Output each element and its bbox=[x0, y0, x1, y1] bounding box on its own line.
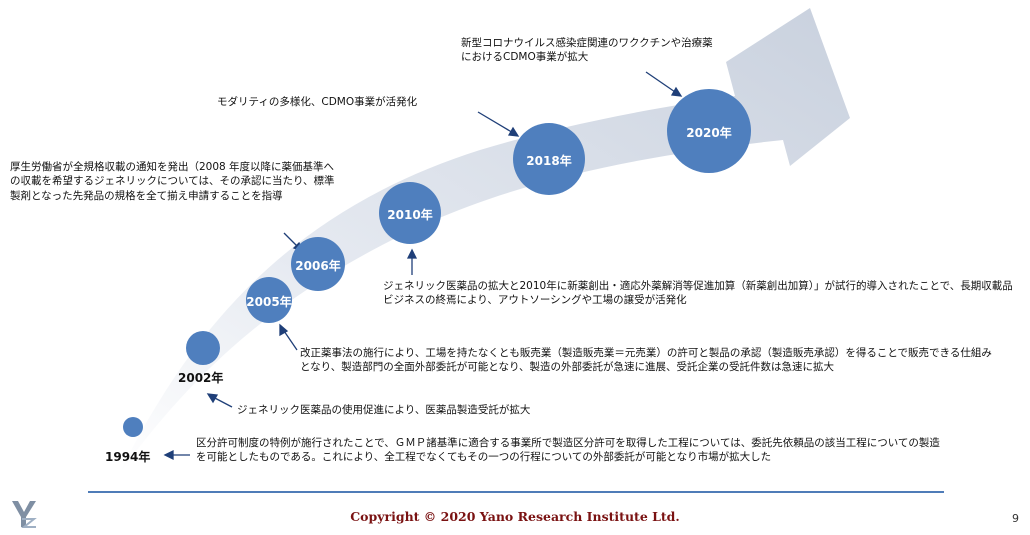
pointer-arrow-2005 bbox=[279, 323, 298, 351]
milestone-dot-2020 bbox=[667, 89, 751, 173]
year-label-2018: 2018年 bbox=[526, 154, 572, 168]
milestone-dot-2005 bbox=[246, 277, 292, 323]
copyright-text: Copyright © 2020 Yano Research Institute… bbox=[350, 509, 680, 524]
note-2006: 厚生労働省が全規格収載の通知を発出（2008 年度以降に薬価基準への収載を希望す… bbox=[10, 161, 335, 202]
pointer-arrow-2018 bbox=[477, 111, 520, 137]
year-label-2006: 2006年 bbox=[295, 259, 341, 273]
pointer-arrow-2002 bbox=[206, 393, 233, 408]
note-2018: モダリティの多様化、CDMO事業が活発化 bbox=[217, 96, 418, 108]
pointer-arrow-2010 bbox=[406, 248, 418, 275]
milestone-dot-1994 bbox=[123, 417, 143, 437]
year-label-2010: 2010年 bbox=[387, 208, 433, 222]
milestone-dot-2018 bbox=[513, 123, 585, 195]
milestone-dot-2010 bbox=[379, 182, 441, 244]
year-label-1994: 1994年 bbox=[105, 450, 151, 464]
note-2010: ジェネリック医薬品の拡大と2010年に新薬創出・適応外薬解消等促進加算（新薬創出… bbox=[383, 280, 1013, 307]
note-2002: ジェネリック医薬品の使用促進により、医薬品製造受託が拡大 bbox=[237, 404, 531, 416]
footer-divider bbox=[88, 491, 944, 493]
pointer-arrow-2020 bbox=[645, 71, 683, 97]
year-label-2005: 2005年 bbox=[246, 295, 292, 309]
milestone-dot-2002 bbox=[186, 331, 220, 365]
year-label-2020: 2020年 bbox=[686, 126, 732, 140]
note-2005: 改正薬事法の施行により、工場を持たなくとも販売業（製造販売業＝元売業）の許可と製… bbox=[300, 347, 992, 374]
page-number: 9 bbox=[1012, 512, 1019, 525]
note-1994: 区分許可制度の特例が施行されたことで、ＧＭＰ諸基準に適合する事業所で製造区分許可… bbox=[196, 437, 940, 464]
pointer-arrow-1994 bbox=[163, 449, 190, 461]
note-2020: 新型コロナウイルス感染症関連のワククチンや治療薬におけるCDMO事業が拡大 bbox=[461, 37, 713, 64]
company-logo-icon bbox=[12, 501, 37, 528]
growth-arrow-shape bbox=[118, 8, 850, 476]
milestone-circles bbox=[123, 89, 751, 437]
year-label-2002: 2002年 bbox=[178, 371, 224, 385]
milestone-dot-2006 bbox=[291, 237, 345, 291]
